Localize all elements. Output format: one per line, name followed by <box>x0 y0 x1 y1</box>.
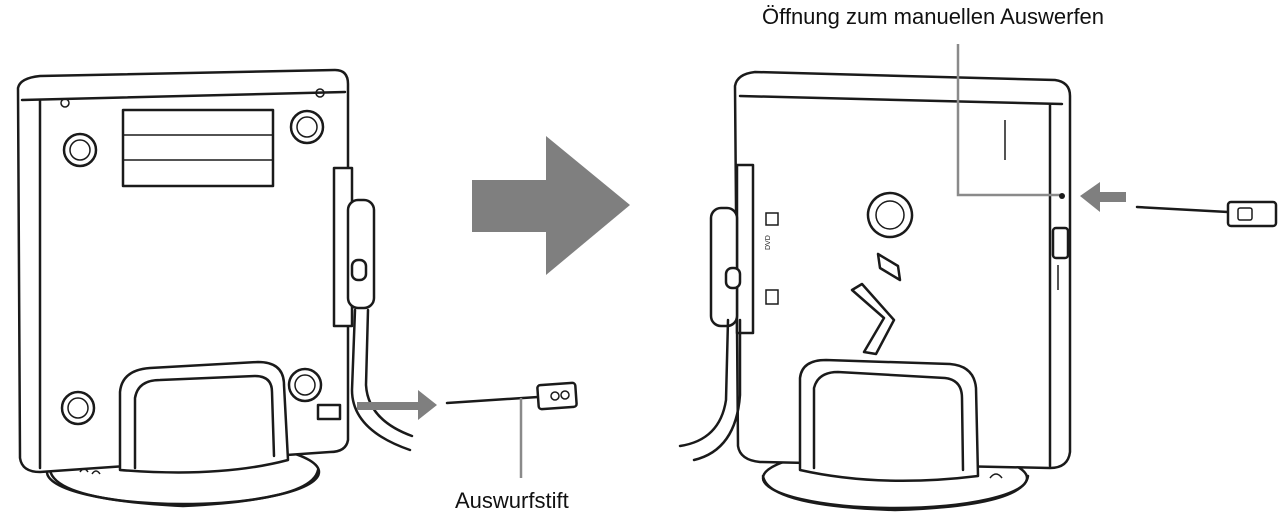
insert-arrow-right <box>357 390 437 420</box>
manual-eject-opening-label: Öffnung zum manuellen Auswerfen <box>762 4 1105 29</box>
opening-callout-line <box>956 44 1060 197</box>
device-front-view: DVD <box>678 70 1072 512</box>
foot-top-right <box>289 109 325 145</box>
svg-text:DVD: DVD <box>765 235 772 250</box>
insert-arrow-left <box>1080 182 1126 212</box>
eject-pin <box>445 381 578 411</box>
right-cable <box>678 318 730 448</box>
direction-arrow-right <box>472 136 630 275</box>
device-back-view <box>16 68 414 508</box>
vaio-logo <box>850 191 914 356</box>
eject-pin-label: Auswurfstift <box>455 488 569 513</box>
right-stand <box>798 358 980 483</box>
foot-bottom-left <box>60 390 96 426</box>
eject-opening <box>1059 193 1065 199</box>
foot-top-left <box>62 132 98 168</box>
foot-bottom-right <box>287 367 323 403</box>
left-stand <box>118 360 290 474</box>
eject-pin-right <box>1135 200 1278 228</box>
vent-grille <box>121 108 275 188</box>
left-cable <box>350 308 412 452</box>
